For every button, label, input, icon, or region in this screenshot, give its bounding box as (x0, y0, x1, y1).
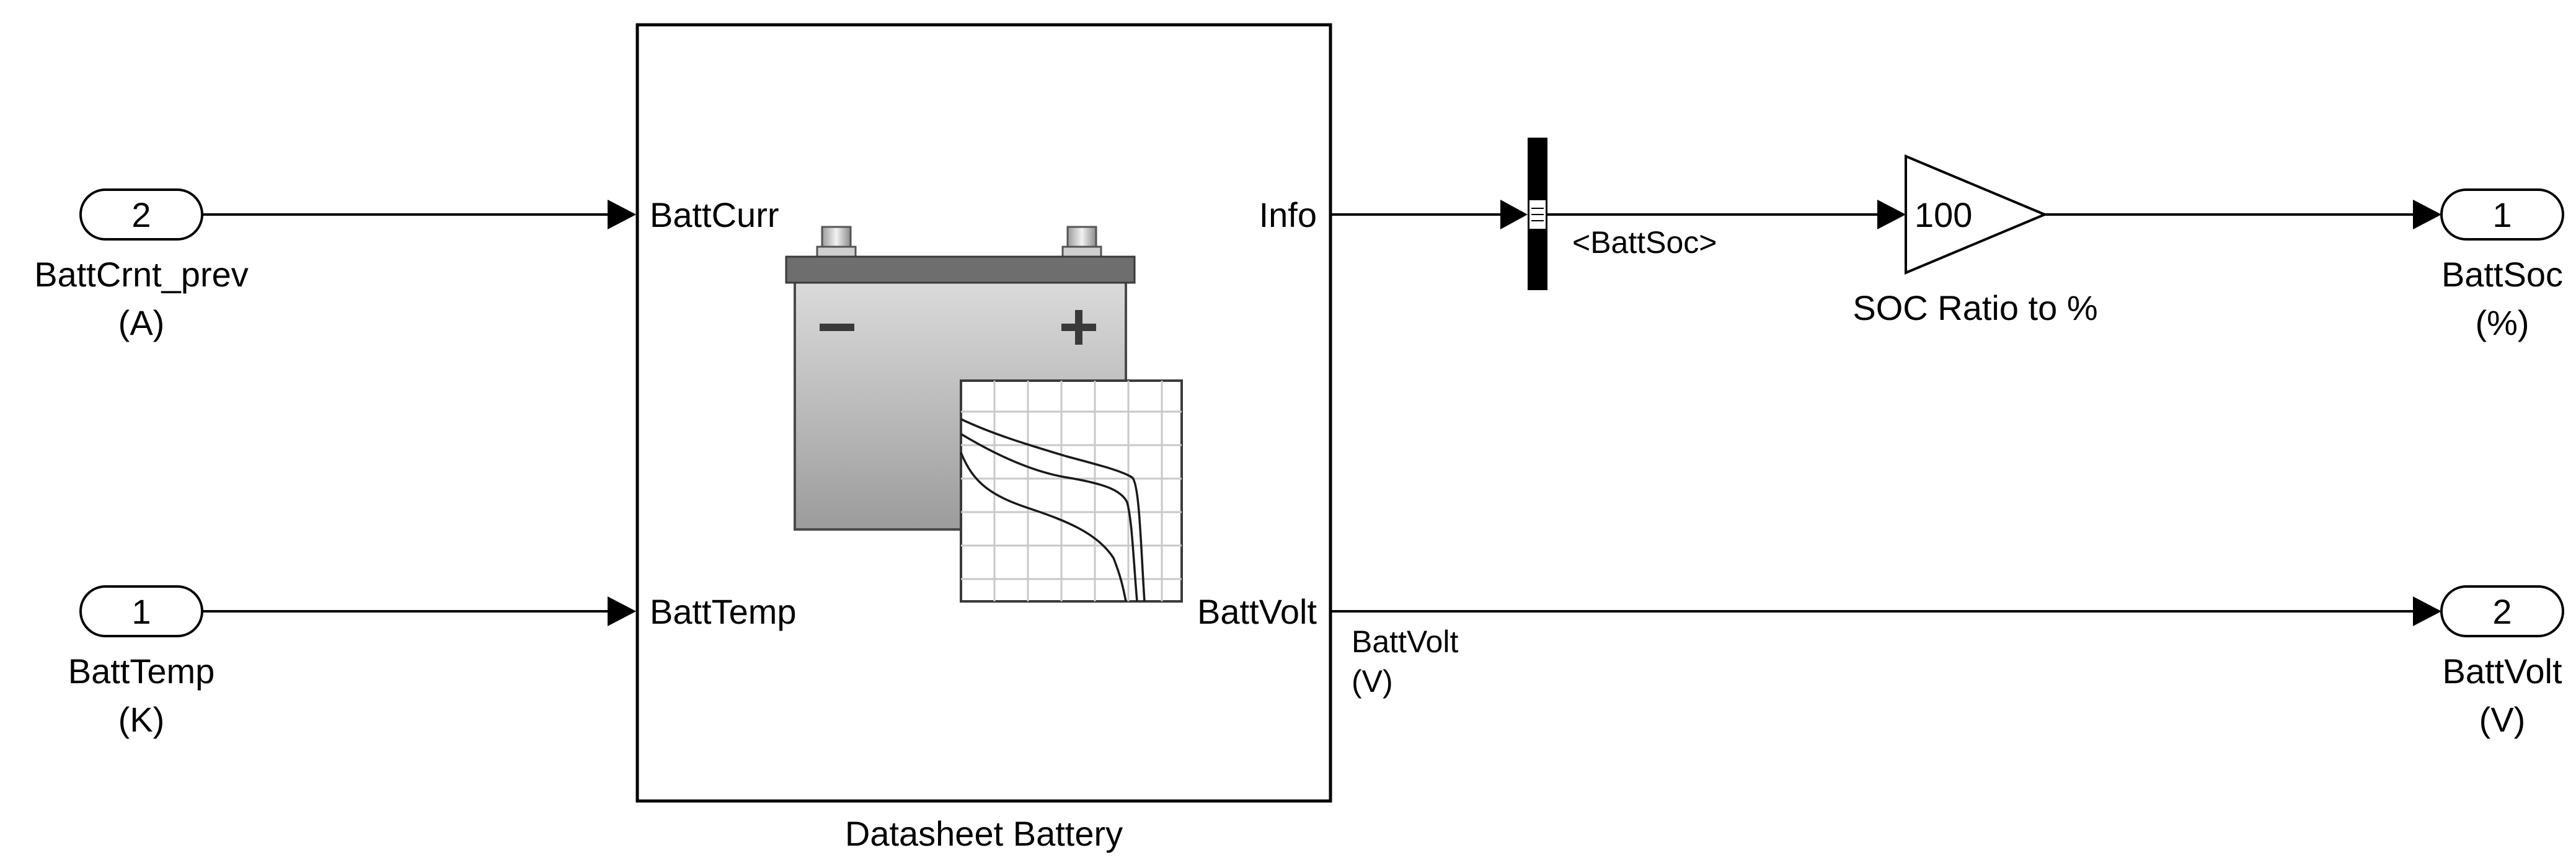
battery-lid (785, 255, 1136, 284)
input-port-label-batttemp: BattTemp (650, 592, 797, 631)
inport-name: BattTemp (68, 652, 215, 691)
curve-frame (960, 379, 1183, 603)
outport-number: 2 (2492, 592, 2512, 631)
output-port-label-battvolt: BattVolt (1197, 592, 1317, 631)
gain-block-soc-ratio[interactable]: 100 (1905, 154, 2048, 275)
output-port-label-info: Info (1259, 195, 1317, 234)
inport-battcrnt-prev[interactable]: 2 (79, 188, 203, 241)
battery-block-name: Datasheet Battery (845, 814, 1123, 853)
arrowhead (608, 200, 636, 229)
inport-name: BattCrnt_prev (34, 255, 249, 294)
discharge-curve-icon (960, 379, 1183, 603)
outport-number: 1 (2492, 195, 2512, 234)
input-port-label-battcurr: BattCurr (650, 195, 779, 234)
outport-battsoc[interactable]: 1 (2440, 188, 2564, 241)
outport-unit: (%) (2475, 303, 2529, 342)
arrowhead (608, 596, 636, 626)
minus-icon (820, 324, 854, 331)
outport-unit: (V) (2479, 700, 2526, 739)
inport-number: 1 (131, 592, 151, 631)
signal-label-battvolt-name: BattVolt (1352, 624, 1458, 659)
arrowhead (1500, 200, 1528, 229)
inport-unit: (A) (118, 303, 165, 342)
outport-name: BattSoc (2441, 255, 2563, 294)
bus-selector-block[interactable] (1528, 138, 1547, 290)
arrowhead (1877, 200, 1906, 229)
bus-signal-label: <BattSoc> (1572, 225, 1717, 260)
gain-block-name: SOC Ratio to % (1852, 288, 2097, 327)
curve-lines (960, 418, 1146, 602)
gain-value: 100 (1914, 195, 1972, 234)
signal-label-battvolt-unit: (V) (1352, 664, 1393, 699)
plus-icon-vertical (1075, 310, 1082, 345)
outport-name: BattVolt (2442, 652, 2562, 691)
inport-batttemp[interactable]: 1 (79, 585, 203, 637)
arrowhead (2413, 596, 2441, 626)
outport-battvolt[interactable]: 2 (2440, 585, 2564, 637)
datasheet-battery-block[interactable]: BattCurr BattTemp Info BattVolt (635, 23, 1332, 803)
inport-number: 2 (131, 195, 151, 234)
outport-shape[interactable] (2440, 188, 2564, 241)
outport-shape[interactable] (2440, 585, 2564, 637)
gain-triangle[interactable] (1905, 154, 2048, 275)
arrowhead (2413, 200, 2441, 229)
curve-grid (961, 381, 1182, 601)
inport-unit: (K) (118, 700, 165, 739)
